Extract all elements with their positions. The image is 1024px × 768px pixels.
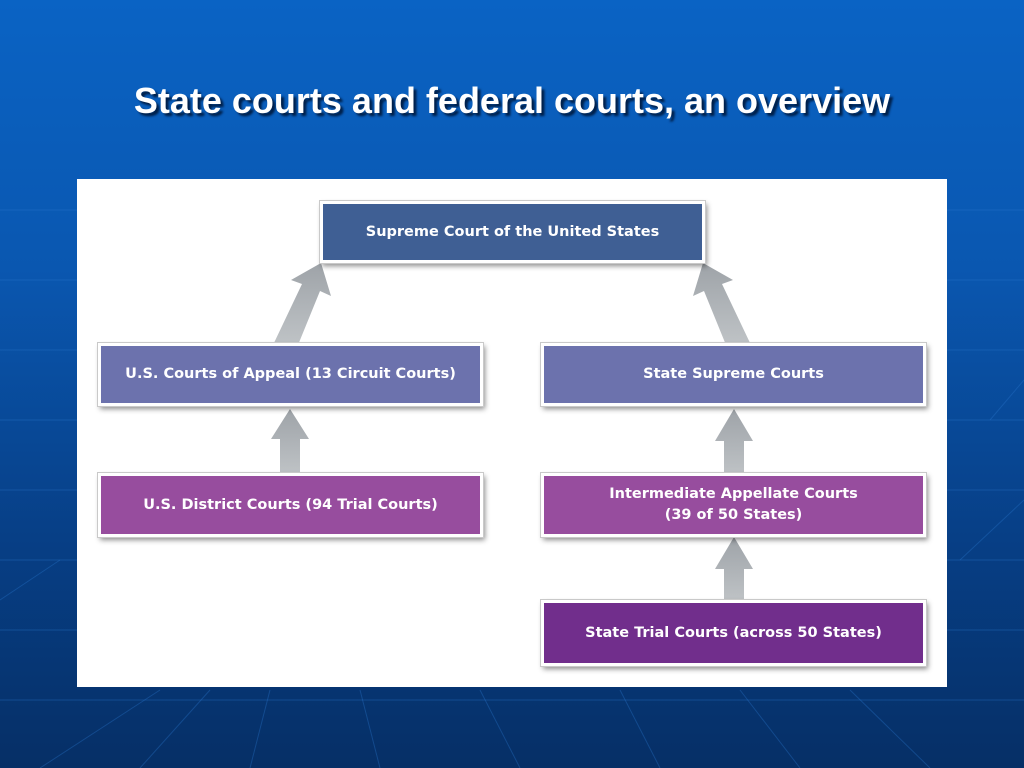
arrow-trial-to-intermediate (715, 537, 753, 602)
intermediate-appellate-box: Intermediate Appellate Courts (39 of 50 … (541, 473, 926, 537)
arrow-state-to-supreme (693, 263, 751, 345)
arrow-federal-to-supreme (273, 263, 331, 345)
arrow-intermediate-to-state-supreme (715, 409, 753, 476)
intermediate-appellate-label: Intermediate Appellate Courts (39 of 50 … (609, 486, 858, 523)
court-diagram: Supreme Court of the United States U.S. … (77, 179, 947, 687)
arrow-district-to-appeals (271, 409, 309, 475)
supreme-court-label: Supreme Court of the United States (365, 223, 660, 240)
federal-appeals-box: U.S. Courts of Appeal (13 Circuit Courts… (98, 343, 483, 406)
federal-appeals-label: U.S. Courts of Appeal (13 Circuit Courts… (125, 366, 456, 382)
state-trial-label: State Trial Courts (across 50 States) (585, 624, 882, 641)
state-trial-box: State Trial Courts (across 50 States) (541, 600, 926, 666)
diagram-arrows (271, 263, 753, 602)
state-supreme-label: State Supreme Courts (643, 366, 824, 382)
federal-district-label: U.S. District Courts (94 Trial Courts) (143, 496, 438, 513)
slide-title: State courts and federal courts, an over… (133, 80, 891, 121)
federal-district-box: U.S. District Courts (94 Trial Courts) (98, 473, 483, 537)
supreme-court-box: Supreme Court of the United States (320, 201, 705, 263)
state-supreme-box: State Supreme Courts (541, 343, 926, 406)
